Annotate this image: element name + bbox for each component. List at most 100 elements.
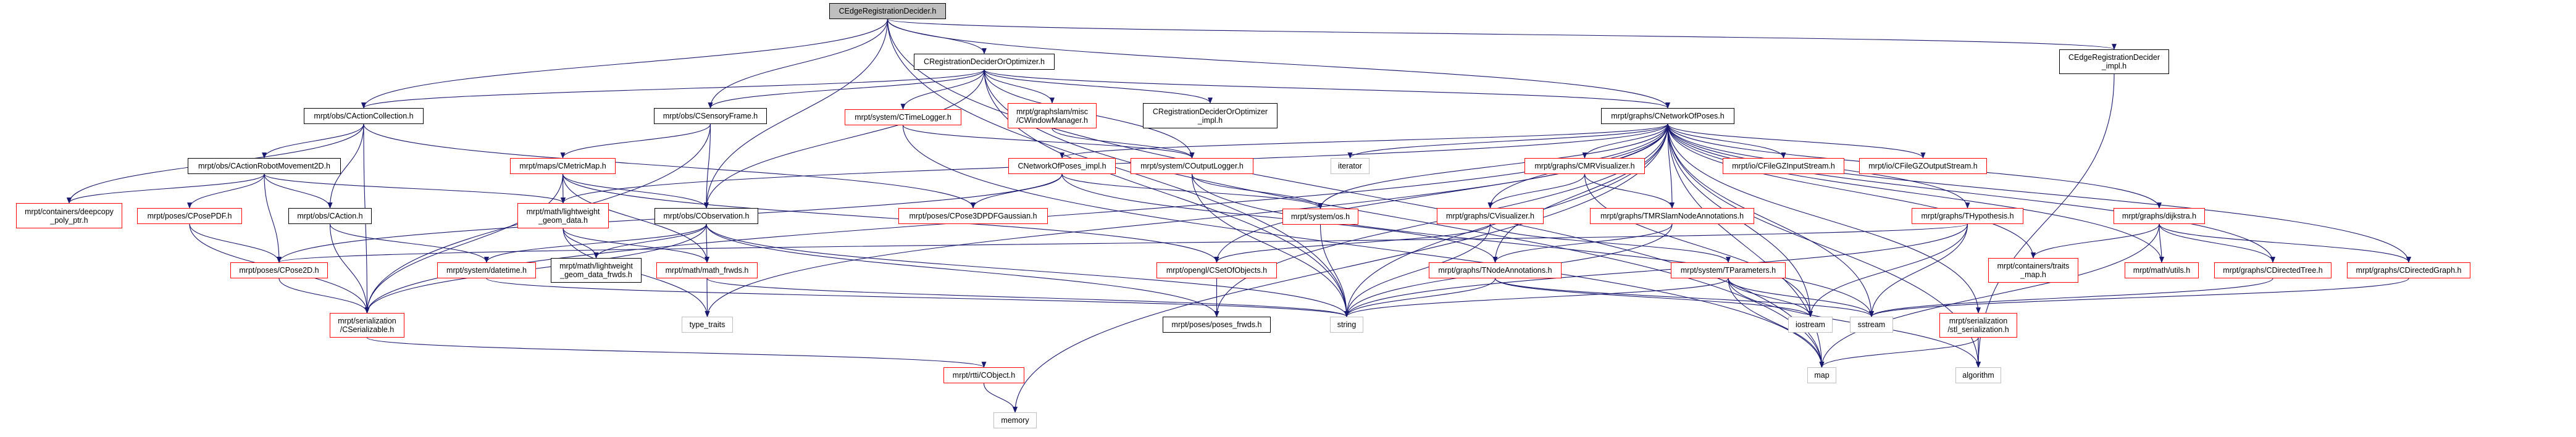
edge-dijkstra-to-map (1819, 223, 2160, 368)
graph-node-timelog[interactable]: mrpt/system/CTimeLogger.h (845, 109, 961, 125)
edge-tnode-to-string (1344, 278, 1496, 317)
edge-rdo-to-string (984, 69, 1349, 317)
edge-sensframe-to-obs (704, 123, 711, 209)
edge-mrvis-to-iostream (1584, 173, 1813, 317)
edge-cobject-to-memory (983, 383, 1018, 413)
graph-node-obs[interactable]: mrpt/obs/CObservation.h (654, 208, 758, 224)
edge-vis-to-string (1344, 223, 1491, 317)
edge-actcoll-to-p3dpdf (363, 123, 976, 209)
edge-lwgeom-to-lwfrwds (562, 228, 599, 259)
graph-node-dgraph[interactable]: mrpt/graphs/CDirectedGraph.h (2347, 262, 2470, 278)
edge-tparams-to-string (1344, 278, 1729, 317)
edge-armov-to-deepcopy (67, 173, 265, 204)
graph-node-datetime[interactable]: mrpt/system/datetime.h (437, 262, 536, 278)
edge-posepdf-to-pose2d (189, 223, 282, 263)
graph-node-metricmap[interactable]: mrpt/maps/CMetricMap.h (510, 158, 616, 174)
graph-node-rdoimpl[interactable]: CRegistrationDeciderOrOptimizer _impl.h (1143, 103, 1278, 128)
graph-node-main[interactable]: CEdgeRegistrationDecider.h (829, 3, 946, 19)
edge-mrvis-to-vis (1487, 173, 1586, 209)
graph-node-nopimpl[interactable]: CNetworkOfPoses_impl.h (1008, 158, 1116, 174)
graph-node-cobject[interactable]: mrpt/rtti/CObject.h (943, 367, 1024, 383)
graph-node-actcoll[interactable]: mrpt/obs/CActionCollection.h (304, 108, 424, 124)
graph-node-deepcopy[interactable]: mrpt/containers/deepcopy _poly_ptr.h (16, 203, 122, 228)
edge-dijkstra-to-dtree (2159, 223, 2275, 263)
edge-obs-to-lwfrwds (593, 223, 707, 259)
graph-node-stlser[interactable]: mrpt/serialization /stl_serialization.h (1939, 313, 2017, 338)
graph-node-action[interactable]: mrpt/obs/CAction.h (288, 208, 372, 224)
graph-node-memory: memory (993, 412, 1037, 428)
edge-rdo-to-sensframe (708, 69, 985, 109)
edge-obs-to-mathfrwds (705, 223, 709, 263)
edge-dijkstra-to-traitsmap (2031, 223, 2160, 259)
edge-nop-to-traitsmap (1667, 123, 2036, 259)
edge-armov-to-action (264, 173, 333, 209)
graph-node-gzout[interactable]: mrpt/io/CFileGZOutputStream.h (1859, 158, 1987, 174)
edge-outlog-to-os (1191, 173, 1323, 209)
graph-node-pose2d[interactable]: mrpt/poses/CPose2D.h (230, 262, 328, 278)
edge-nopimpl-to-os (1061, 173, 1323, 209)
graph-node-posepdf[interactable]: mrpt/poses/CPosePDF.h (137, 208, 242, 224)
edge-nop-to-dgraph (1667, 123, 2411, 263)
graph-node-nop[interactable]: mrpt/graphs/CNetworkOfPoses.h (1601, 108, 1734, 124)
graph-node-dijkstra[interactable]: mrpt/graphs/dijkstra.h (2114, 208, 2205, 224)
edge-metricmap-to-mathfrwds (562, 173, 709, 263)
edge-tparams-to-iostream (1728, 278, 1813, 317)
graph-node-mathfrwds[interactable]: mrpt/math/math_frwds.h (656, 262, 758, 278)
edge-obs-to-posesfrwds (706, 223, 1219, 317)
graph-node-sensframe[interactable]: mrpt/obs/CSensoryFrame.h (654, 108, 767, 124)
edge-actcoll-to-action (327, 123, 364, 209)
edge-action-to-serial (329, 223, 370, 314)
edge-thyp-to-string (1344, 223, 1968, 317)
edge-actcoll-to-armov (262, 123, 364, 159)
edge-nop-to-memory (1013, 123, 1668, 413)
graph-node-posesfrwds[interactable]: mrpt/poses/poses_frwds.h (1163, 317, 1271, 333)
edge-edgeimpl-to-algorithm (1976, 73, 2115, 368)
edge-timelog-to-map (902, 125, 1825, 368)
graph-node-tmrslam[interactable]: mrpt/graphs/TMRSlamNodeAnnotations.h (1590, 208, 1754, 224)
graph-node-outlog[interactable]: mrpt/system/COutputLogger.h (1131, 158, 1253, 174)
edge-nop-to-iterator (1347, 123, 1668, 159)
edge-dgraph-to-sstream (1869, 278, 2409, 317)
edge-metricmap-to-obs (562, 173, 709, 209)
edge-obs-to-string (706, 223, 1349, 317)
graph-node-typetraits: type_traits (682, 317, 733, 333)
graph-node-tnode[interactable]: mrpt/graphs/TNodeAnnotations.h (1429, 262, 1562, 278)
edge-nop-to-tmrslam (1667, 123, 1675, 209)
edge-armov-to-lwgeom (264, 173, 566, 204)
graph-node-algorithm: algorithm (1955, 367, 2001, 383)
graph-node-lwgeom[interactable]: mrpt/math/lightweight _geom_data.h (517, 203, 609, 228)
graph-node-armov[interactable]: mrpt/obs/CActionRobotMovement2D.h (188, 158, 341, 174)
edge-thyp-to-iostream (1808, 223, 1968, 317)
edge-dijkstra-to-dgraph (2159, 223, 2411, 263)
graph-node-traitsmap[interactable]: mrpt/containers/traits _map.h (1988, 258, 2078, 283)
graph-node-gzin[interactable]: mrpt/io/CFileGZInputStream.h (1723, 158, 1844, 174)
graph-node-lwfrwds[interactable]: mrpt/math/lightweight _geom_data_frwds.h (551, 258, 642, 283)
edge-nop-to-gzin (1667, 123, 1786, 159)
graph-node-mrvis[interactable]: mrpt/graphs/CMRVisualizer.h (1524, 158, 1645, 174)
graph-node-map: map (1807, 367, 1836, 383)
graph-node-edgeimpl[interactable]: CEdgeRegistrationDecider _impl.h (2059, 49, 2169, 74)
edge-tnode-to-iostream (1494, 278, 1813, 317)
graph-node-thyp[interactable]: mrpt/graphs/THypothesis.h (1912, 208, 2023, 224)
edge-rdo-to-nop (984, 69, 1670, 109)
graph-node-os[interactable]: mrpt/system/os.h (1282, 209, 1358, 225)
graph-node-rdo[interactable]: CRegistrationDeciderOrOptimizer.h (914, 54, 1055, 70)
edge-nop-to-dtree (1667, 123, 2275, 263)
edge-main-to-string (887, 19, 1349, 317)
edge-outlog-to-string (1191, 173, 1349, 317)
graph-node-mutils[interactable]: mrpt/math/utils.h (2125, 262, 2199, 278)
edge-vis-to-tparams (1489, 223, 1731, 263)
graph-node-dtree[interactable]: mrpt/graphs/CDirectedTree.h (2214, 262, 2331, 278)
graph-node-serial[interactable]: mrpt/serialization /CSerializable.h (330, 313, 404, 338)
graph-node-winmgr[interactable]: mrpt/graphslam/misc /CWindowManager.h (1008, 103, 1097, 128)
graph-node-tparams[interactable]: mrpt/system/TParameters.h (1671, 262, 1786, 278)
graph-node-iterator: iterator (1331, 158, 1370, 174)
edge-nop-to-tnode (1492, 123, 1668, 263)
graph-node-setobj[interactable]: mrpt/opengl/CSetOfObjects.h (1156, 262, 1277, 278)
graph-node-p3dpdf[interactable]: mrpt/poses/CPose3DPDFGaussian.h (898, 208, 1048, 224)
graph-node-vis[interactable]: mrpt/graphs/CVisualizer.h (1437, 208, 1544, 224)
edge-nop-to-sstream (1667, 123, 1874, 317)
edge-obs-to-datetime (484, 223, 707, 263)
graph-node-string: string (1330, 317, 1363, 333)
